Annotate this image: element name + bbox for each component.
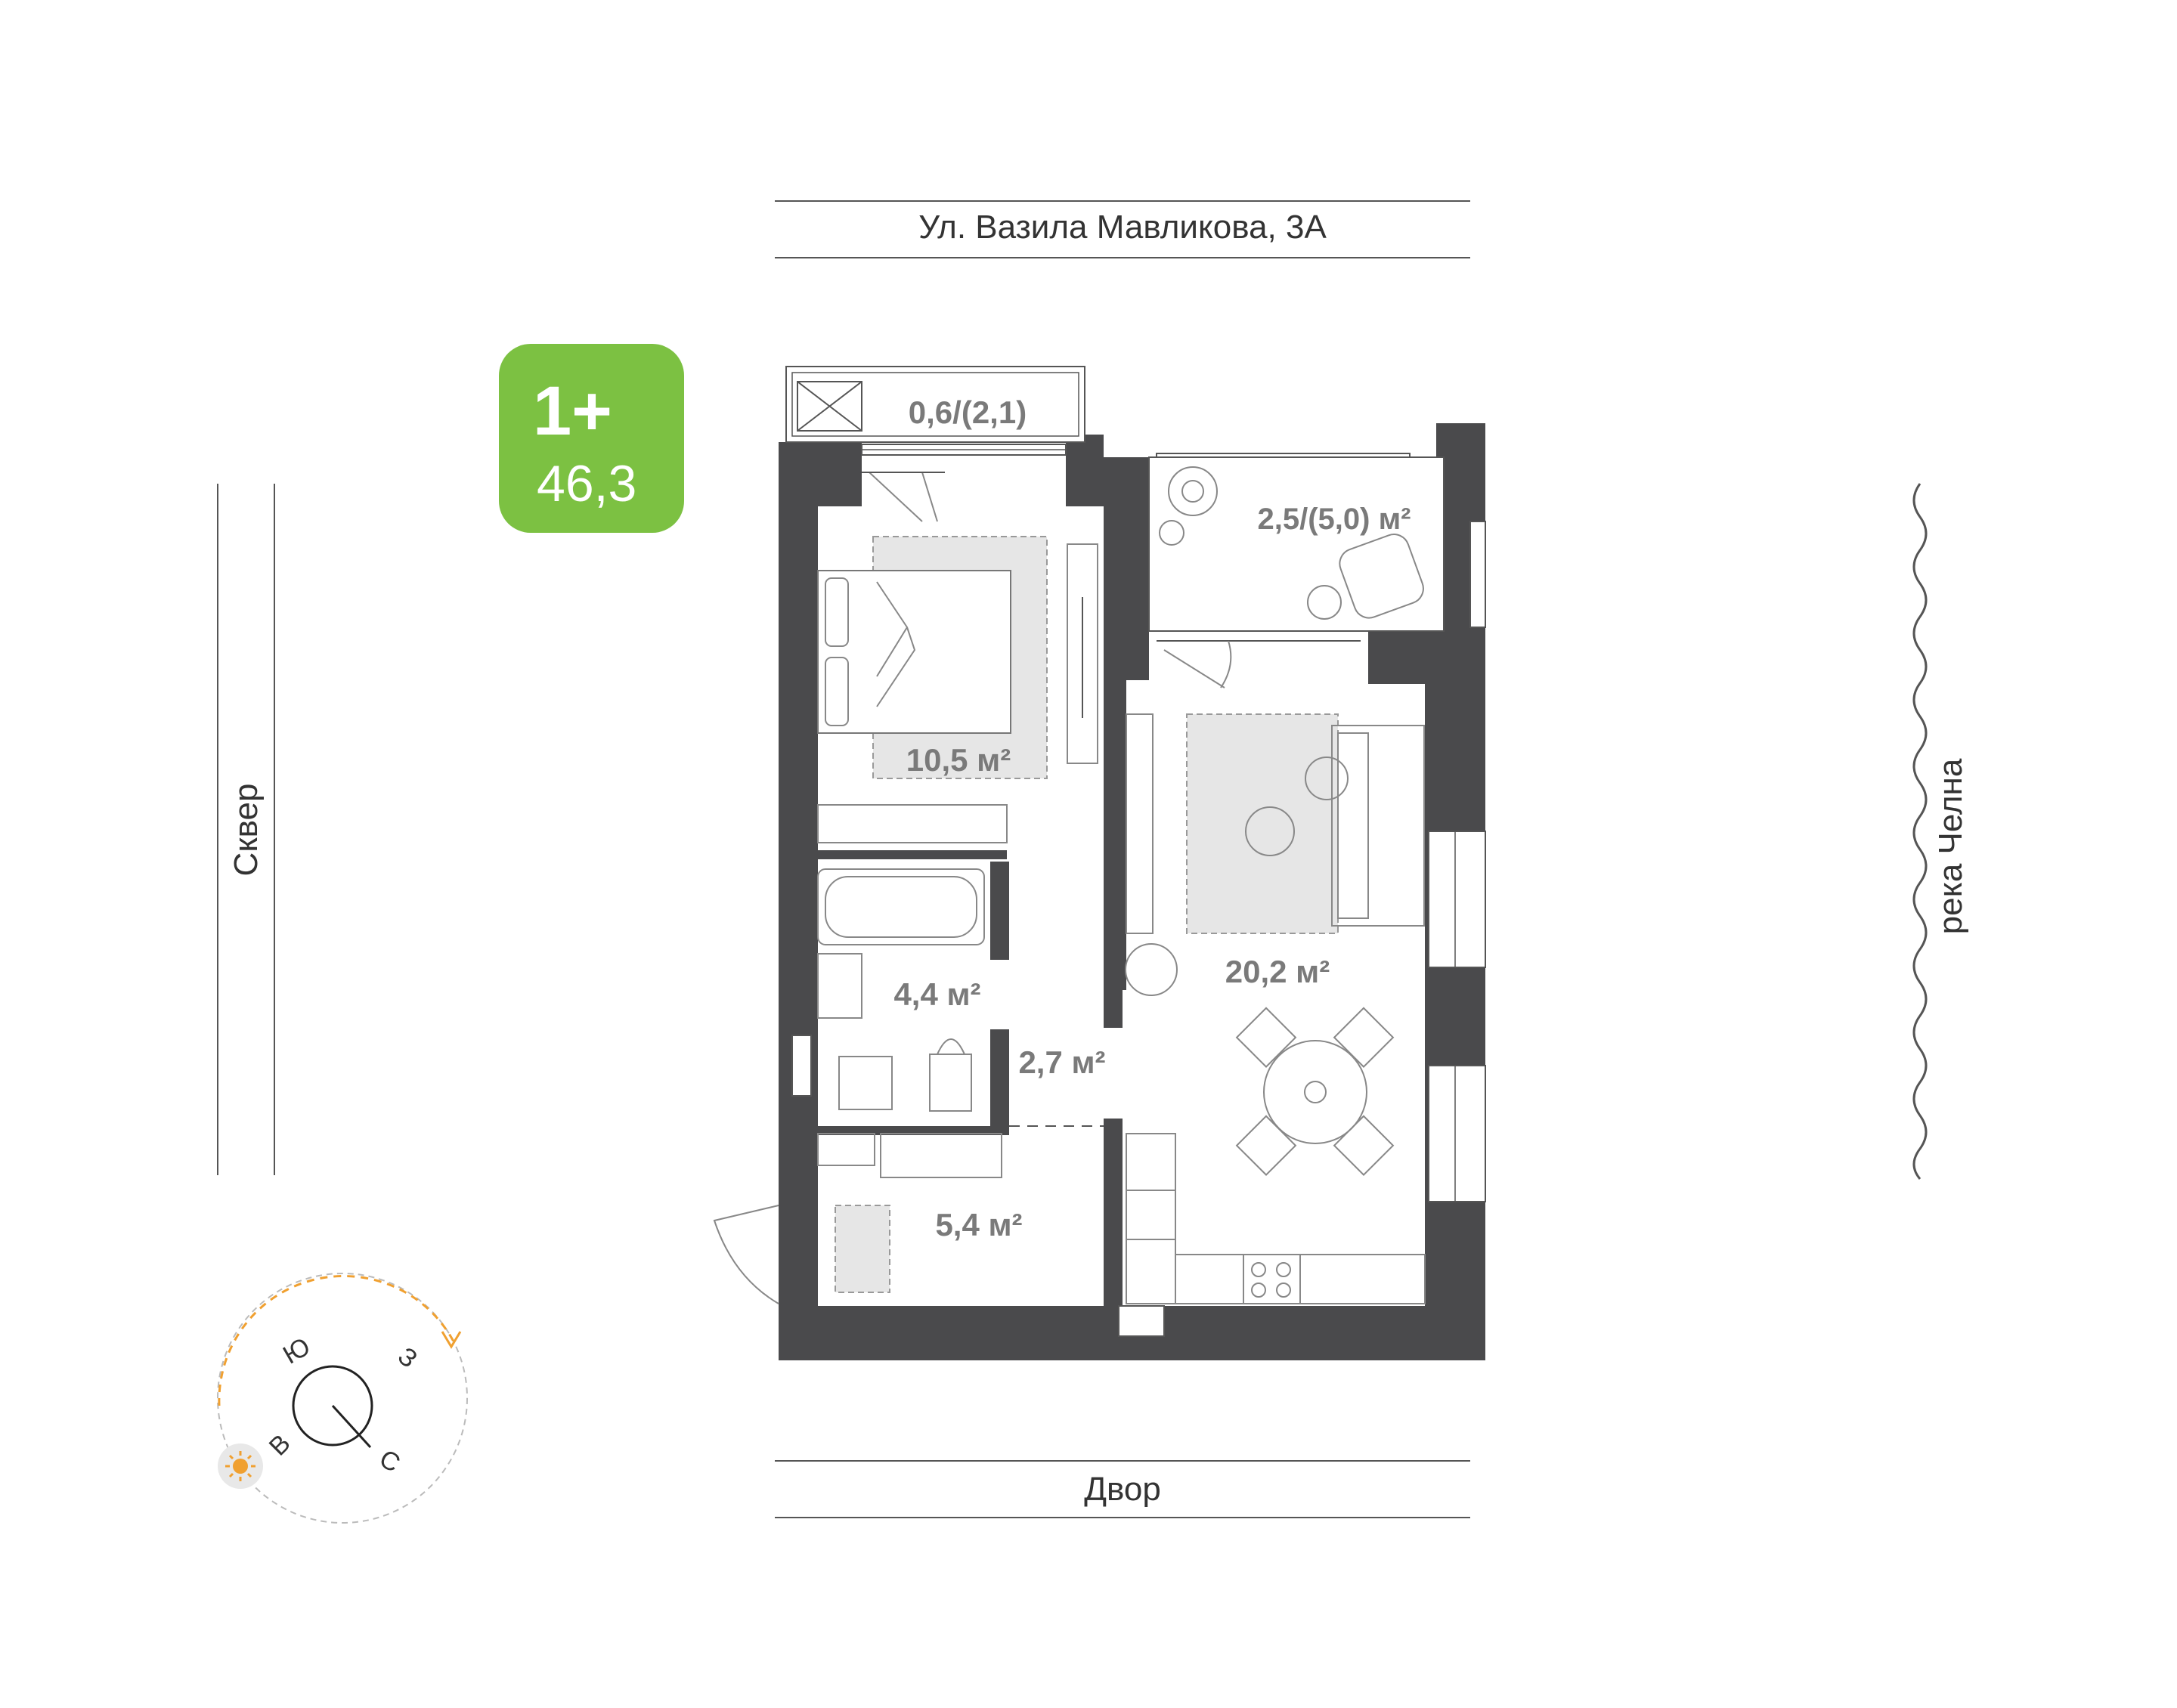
badge-rooms: 1+ (533, 373, 612, 450)
dining-table-icon (1235, 1007, 1395, 1177)
bath-area: 4,4 м² (893, 976, 980, 1012)
wardrobe-icon (1067, 543, 1098, 764)
compass: Ю З В С (217, 1273, 468, 1524)
balcony-small: 0,6/(2,1) (785, 366, 1085, 522)
coffee-table-icon (1245, 806, 1295, 856)
street-bottom-label: Двор (1084, 1471, 1161, 1508)
sun-icon (218, 1443, 263, 1489)
compass-east: В (264, 1429, 296, 1462)
kitchen-icon (1126, 1133, 1426, 1304)
left-side-label: Сквер (228, 784, 265, 877)
badge-area: 46,3 (537, 455, 636, 512)
plant-icon-2 (1125, 943, 1178, 996)
left-side: Сквер (217, 484, 275, 1175)
loggia: 2,5/(5,0) м² (1148, 456, 1445, 642)
pouf-icon (1307, 585, 1342, 620)
street-top: Ул. Вазила Мавликова, 3А (775, 200, 1470, 258)
loggia-area: 2,5/(5,0) м² (1258, 503, 1411, 536)
toilet-icon (929, 1038, 972, 1112)
right-side: река Челна (1912, 483, 1969, 1180)
washer-icon (838, 1056, 893, 1110)
hall-wardrobe-icon (880, 1133, 1002, 1178)
street-top-label: Ул. Вазила Мавликова, 3А (918, 209, 1327, 246)
wall-left (779, 442, 818, 1360)
bathroom: 4,4 м² (817, 868, 985, 1112)
living-area: 20,2 м² (1225, 954, 1330, 989)
armchair-icon (1339, 534, 1424, 619)
right-side-label: река Челна (1932, 758, 1969, 934)
tv-stand-icon (1126, 713, 1154, 934)
bedroom-area: 10,5 м² (906, 742, 1011, 778)
bedroom: 10,5 м² (817, 536, 1098, 843)
apartment-badge: 1+ 46,3 (499, 344, 684, 533)
plant-icon (1159, 466, 1218, 546)
wall-right (1425, 684, 1485, 1360)
street-bottom: Двор (775, 1460, 1470, 1518)
balcony-small-area: 0,6/(2,1) (909, 395, 1027, 430)
hall-area: 5,4 м² (935, 1207, 1022, 1242)
compass-north: С (374, 1444, 404, 1478)
bed-icon (817, 570, 1011, 734)
person-icon (1305, 757, 1349, 800)
shelf-icon (817, 804, 1008, 843)
apartment: 0,6/(2,1) 2,5/(5,0) м² (713, 366, 1486, 1360)
compass-west: З (392, 1341, 423, 1373)
windows (791, 444, 1486, 1337)
river-wave (1912, 483, 1928, 1180)
entry-door[interactable] (713, 1205, 779, 1304)
living-room: 20,2 м² (1125, 640, 1426, 1304)
sink-icon (817, 953, 862, 1019)
hall: 5,4 м² (713, 1133, 1023, 1304)
compass-south: Ю (278, 1332, 315, 1369)
bathtub-icon (817, 868, 985, 945)
corridor-area: 2,7 м² (1018, 1044, 1105, 1080)
sofa-icon (1331, 725, 1425, 927)
